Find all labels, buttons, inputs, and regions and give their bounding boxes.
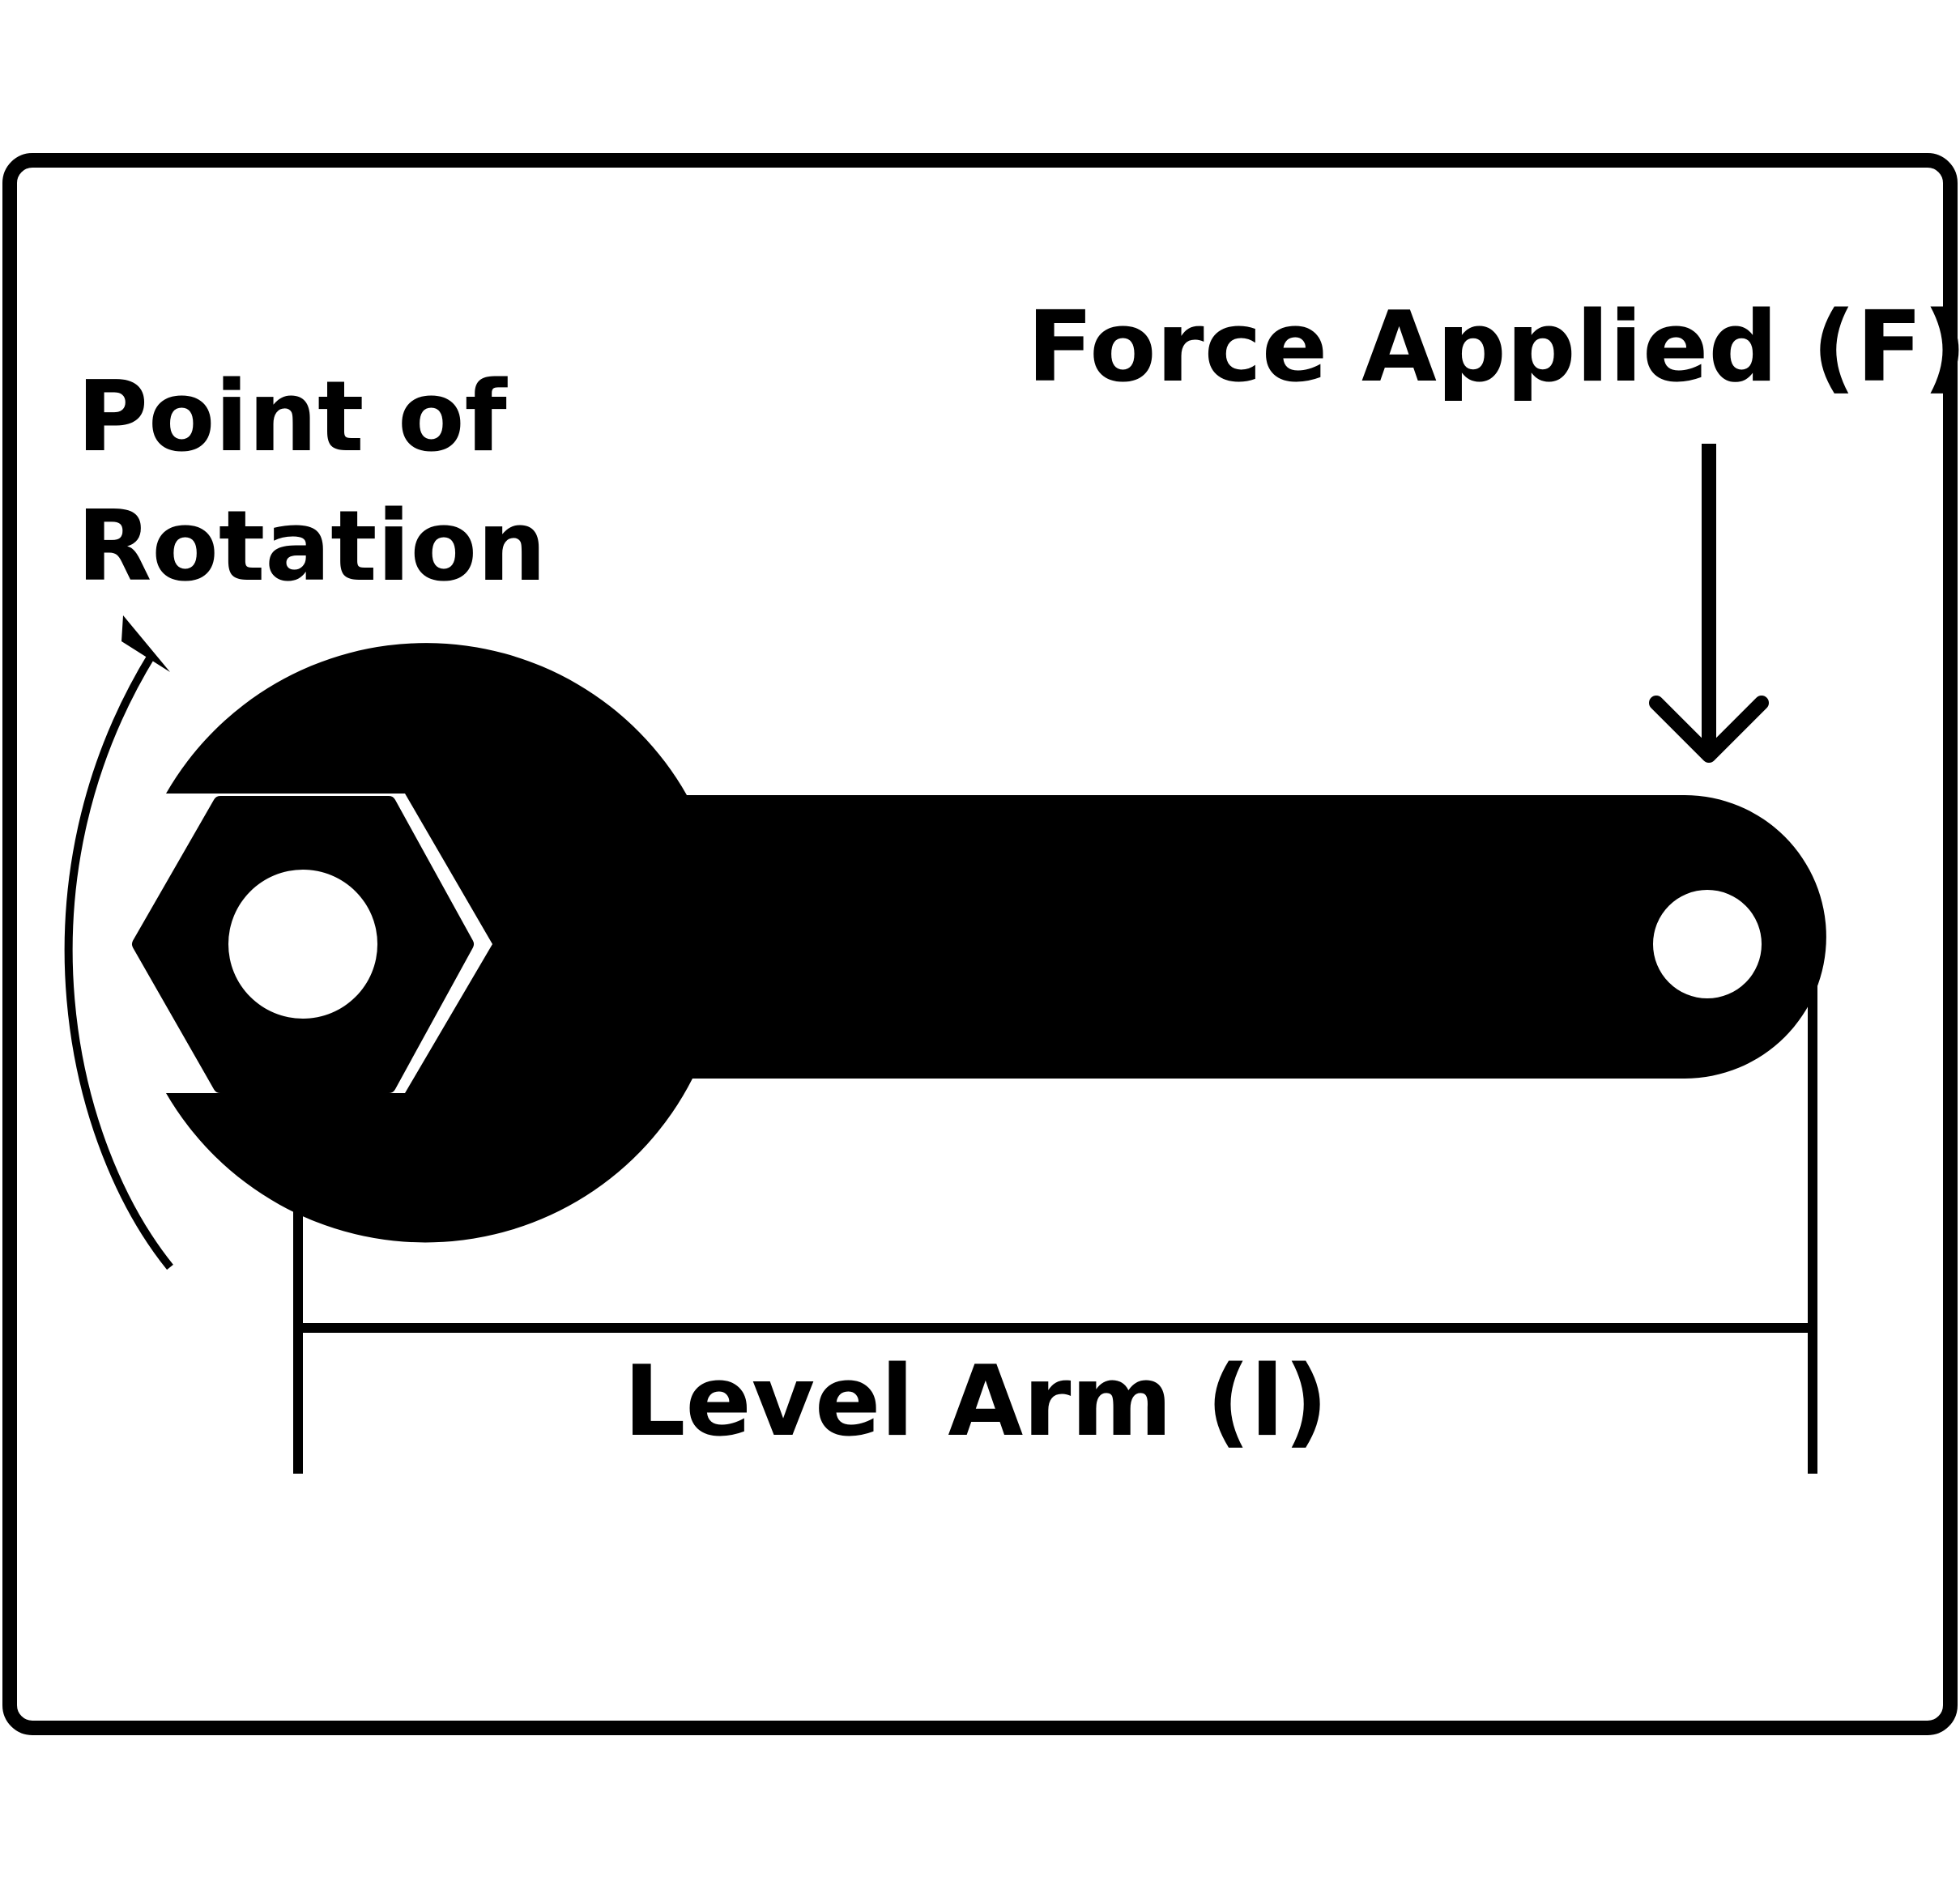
rotation-arrow-icon (64, 615, 173, 1270)
force-applied-label: Force Applied (F) (1027, 291, 1960, 404)
rotation-arrow-head (121, 615, 170, 672)
wrench-head-and-handle (166, 643, 1826, 1243)
lever-arm-label: Level Arm (l) (624, 1346, 1328, 1458)
point-of-rotation-label-line1: Point of (77, 361, 509, 474)
lever-arm-dimension (293, 980, 1817, 1474)
point-of-rotation-label-line2: Rotation (77, 491, 547, 603)
force-arrow-icon (1649, 444, 1769, 763)
nut-bore (228, 870, 377, 1019)
handle-hole (1653, 890, 1762, 998)
rotation-arrow-curve (64, 652, 173, 1270)
force-arrow-head (1649, 696, 1769, 763)
hex-nut-icon (132, 796, 474, 1093)
wrench-icon (166, 643, 1826, 1243)
